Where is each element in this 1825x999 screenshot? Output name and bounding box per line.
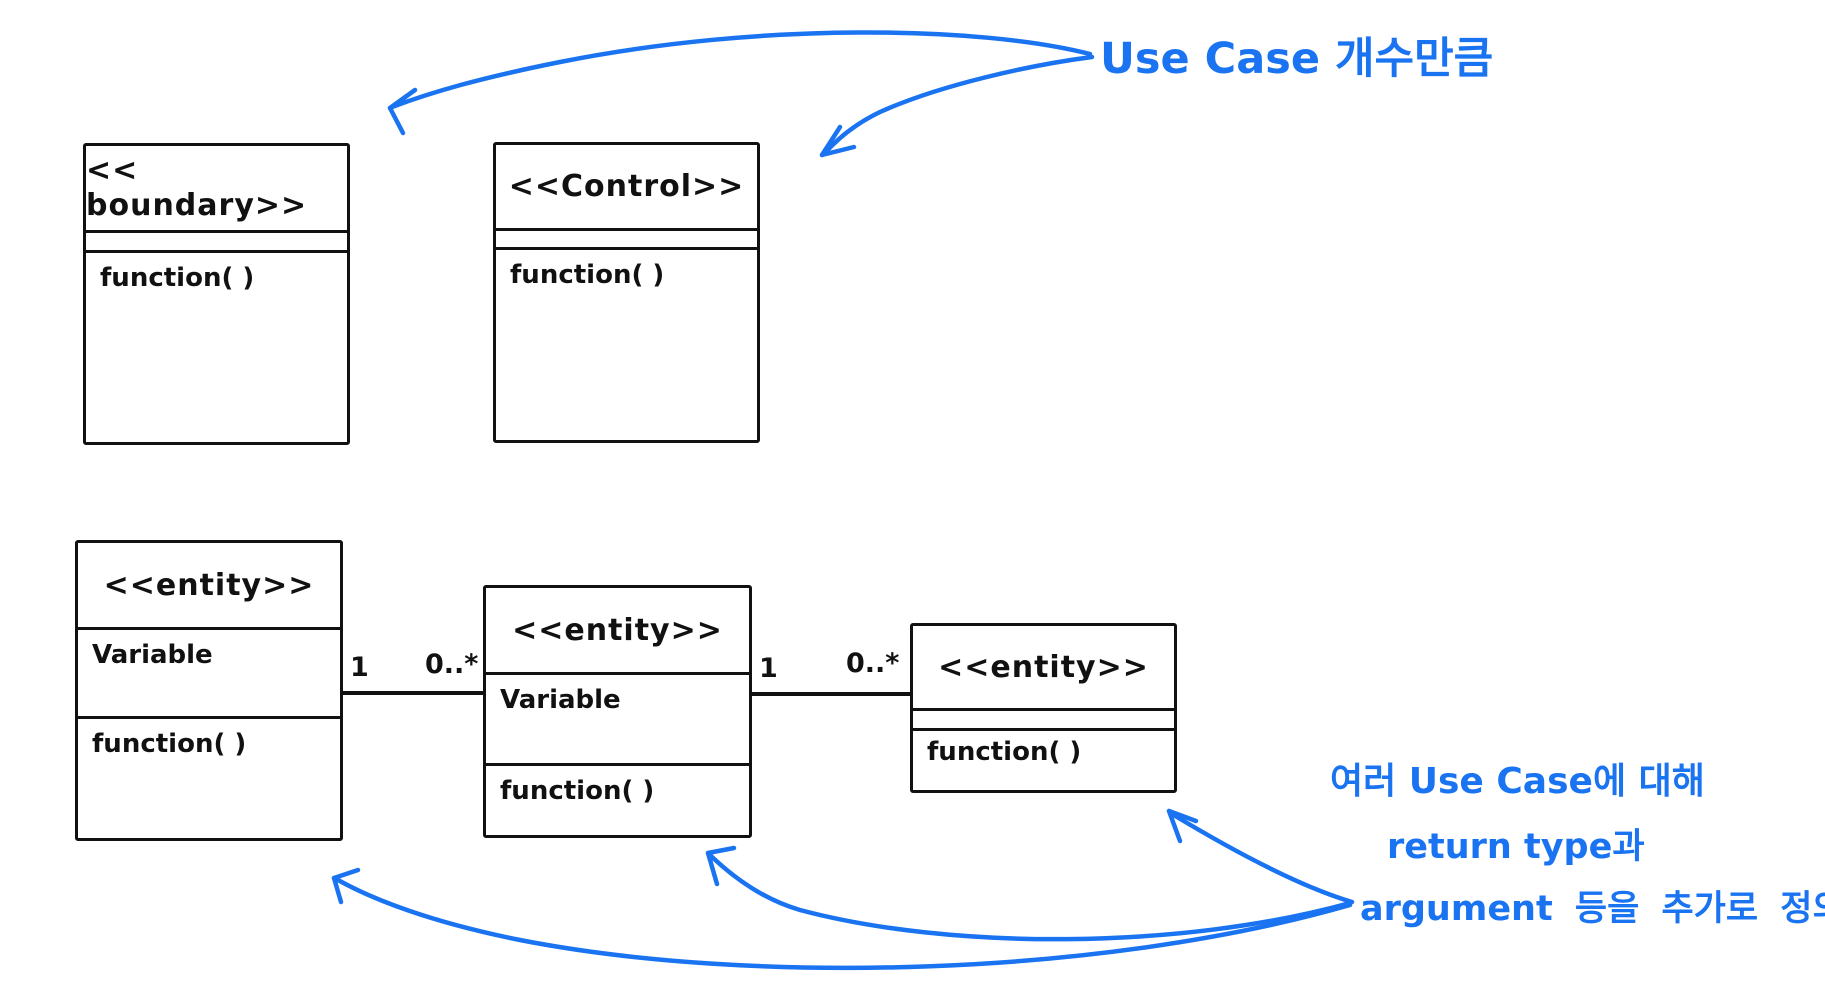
- uml-class-entity-1: <<entity>> Variable function( ): [75, 540, 343, 841]
- multiplicity-many-label: 0..*: [425, 649, 479, 680]
- association-entity2-entity3: [750, 692, 913, 696]
- uml-class-entity-3: <<entity>> function( ): [910, 623, 1177, 793]
- association-entity1-entity2: [341, 691, 486, 695]
- stereotype-label: <<entity>>: [512, 612, 723, 648]
- multiplicity-one-label: 1: [759, 653, 778, 684]
- note-use-case-count: Use Case 개수만큼: [1100, 34, 1494, 84]
- multiplicity-many-label: 0..*: [846, 648, 900, 679]
- stereotype-label: <<entity>>: [103, 567, 315, 603]
- attributes-compartment-empty: [86, 230, 347, 250]
- arrow-to-boundary-icon: [387, 30, 1093, 136]
- arrow-to-entity3-icon: [1166, 808, 1355, 905]
- operation-label: function( ): [86, 250, 347, 442]
- note-entity-detail-line2: return type과: [1387, 827, 1645, 867]
- attribute-label: Variable: [78, 627, 340, 716]
- uml-class-boundary: << boundary>> function( ): [83, 143, 350, 445]
- multiplicity-one-label: 1: [350, 652, 369, 683]
- attributes-compartment-empty: [496, 228, 757, 247]
- uml-class-entity-2: <<entity>> Variable function( ): [483, 585, 752, 838]
- operation-label: function( ): [78, 716, 340, 838]
- operation-label: function( ): [496, 247, 757, 440]
- note-entity-detail-line3: argument 등을 추가로 정의: [1360, 889, 1825, 929]
- attributes-compartment-empty: [913, 708, 1174, 728]
- stereotype-label: <<entity>>: [938, 649, 1149, 685]
- operation-label: function( ): [913, 728, 1174, 790]
- attribute-label: Variable: [486, 672, 749, 763]
- stereotype-label: <<Control>>: [508, 169, 745, 204]
- operation-label: function( ): [486, 763, 749, 835]
- uml-class-control: <<Control>> function( ): [493, 142, 760, 443]
- arrow-to-control-icon: [819, 54, 1095, 158]
- stereotype-label: << boundary>>: [86, 153, 308, 223]
- note-entity-detail-line1: 여러 Use Case에 대해: [1330, 761, 1705, 802]
- arrow-to-entity2-icon: [705, 845, 1353, 942]
- arrow-to-entity1-icon: [331, 867, 1353, 971]
